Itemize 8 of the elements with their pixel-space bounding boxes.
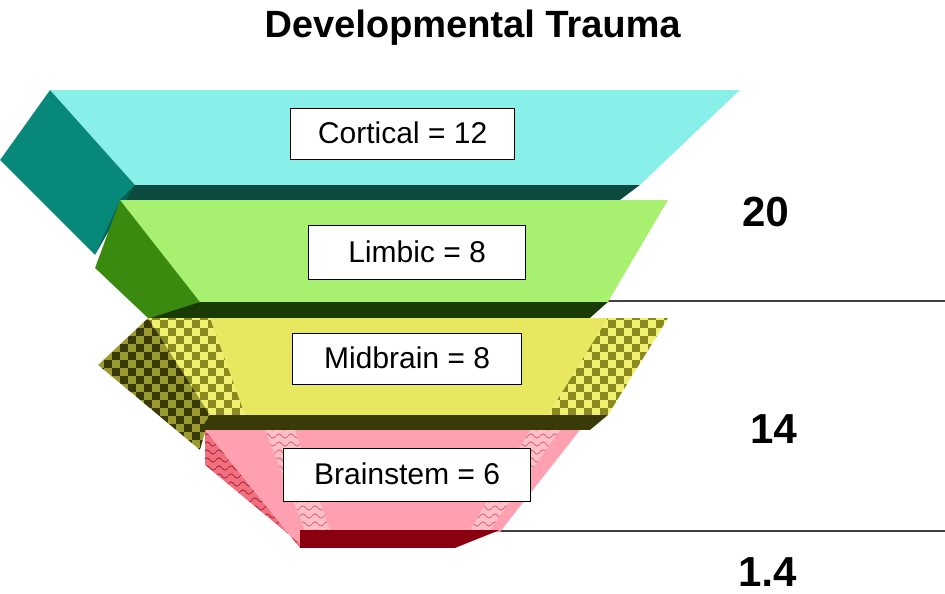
layer-label: Brainstem = 6 [283,448,531,502]
layer-label: Limbic = 8 [308,225,526,280]
value-label: 20 [742,188,789,236]
value-label: 14 [750,405,797,453]
layer-label: Midbrain = 8 [292,333,522,385]
diagram-title: Developmental Trauma [263,4,682,47]
value-label: 1.4 [738,548,796,594]
layer-label: Cortical = 12 [290,108,515,160]
